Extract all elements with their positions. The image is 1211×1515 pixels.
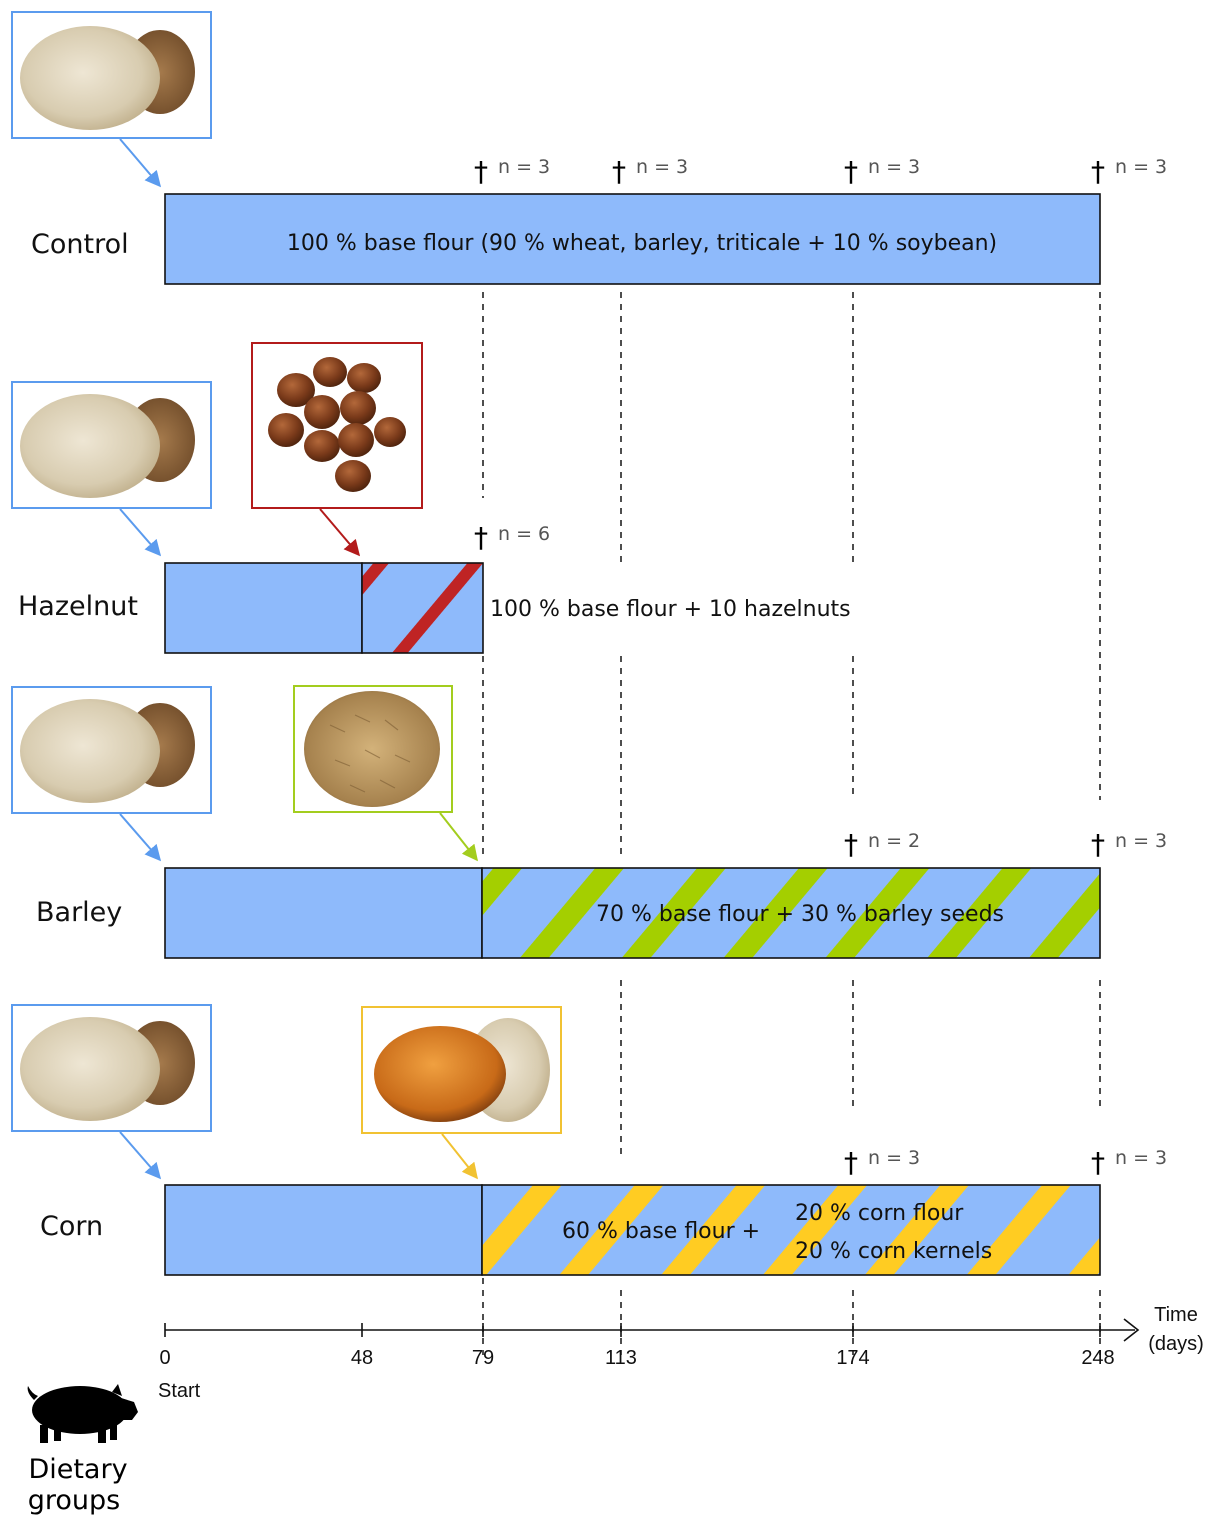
hazelnut-bar [164,562,484,654]
hazelnut-photo [251,342,423,509]
cross-icon: † [612,155,626,188]
endpoint-n: n = 3 [498,156,550,178]
endpoint-n: n = 3 [868,156,920,178]
group-label-barley: Barley [36,897,123,928]
arrow-hazelnut-switch [319,508,361,557]
axis-arrowhead [1123,1318,1140,1342]
time-label: Time [1154,1304,1198,1326]
arrow-to-hazelnut-bar [119,508,162,557]
base-flour-photo [11,686,212,814]
guide-lines [482,292,1101,1355]
start-label: Start [158,1380,201,1402]
barley-bar: 70 % base flour + 30 % barley seeds [164,867,1101,959]
cross-icon: † [474,155,488,188]
tick-label: 79 [472,1347,494,1369]
barley-bar-text: 70 % base flour + 30 % barley seeds [596,902,1004,927]
photo-arrows [119,138,478,1180]
cross-icon: † [1091,828,1105,861]
legend-line-2: groups [28,1485,120,1515]
endpoint-n: n = 2 [868,830,920,852]
corn-bar: 60 % base flour + 20 % corn flour 20 % c… [164,1184,1101,1276]
time-unit-label: (days) [1148,1333,1204,1355]
endpoint-n: n = 6 [498,523,550,545]
cross-icon: † [844,828,858,861]
endpoint-n: n = 3 [636,156,688,178]
arrow-corn-switch [441,1133,478,1180]
group-label-corn: Corn [40,1211,104,1242]
cross-icon: † [1091,155,1105,188]
time-axis: 0 48 79 113 174 248 Start Time (days) [158,1304,1204,1402]
legend-line-1: Dietary [28,1454,127,1485]
base-flour-photo [11,381,212,509]
arrow-to-corn-bar [119,1131,162,1180]
corn-photo [361,1006,562,1134]
cross-icon: † [844,1146,858,1179]
arrow-to-barley-bar [119,813,162,862]
group-label-control: Control [31,229,129,260]
endpoint-n: n = 3 [1115,1147,1167,1169]
tick-label: 113 [605,1347,637,1369]
control-bar: 100 % base flour (90 % wheat, barley, tr… [164,193,1101,285]
hazelnut-bar-text: 100 % base flour + 10 hazelnuts [490,597,851,622]
corn-bar-text-1: 60 % base flour + [562,1219,760,1244]
cross-icon: † [1091,1146,1105,1179]
arrow-to-control-bar [119,138,162,188]
endpoint-n: n = 3 [868,1147,920,1169]
corn-bar-text-2: 20 % corn flour [795,1201,964,1226]
pig-icon [27,1384,138,1443]
control-bar-text: 100 % base flour (90 % wheat, barley, tr… [287,231,997,256]
base-flour-photo [11,11,212,139]
tick-label: 174 [836,1347,869,1369]
corn-bar-text-3: 20 % corn kernels [795,1239,992,1264]
tick-label: 0 [159,1347,170,1369]
arrow-barley-switch [439,812,478,862]
cross-icon: † [844,155,858,188]
endpoint-markers: † n = 3 † n = 3 † n = 3 † n = 3 † n = 6 … [474,155,1167,1179]
endpoint-n: n = 3 [1115,156,1167,178]
tick-label: 248 [1081,1347,1114,1369]
endpoint-n: n = 3 [1115,830,1167,852]
cross-icon: † [474,521,488,554]
base-flour-photo [11,1004,212,1132]
barley-photo [293,685,453,813]
tick-label: 48 [351,1347,373,1369]
group-label-hazelnut: Hazelnut [18,591,138,622]
